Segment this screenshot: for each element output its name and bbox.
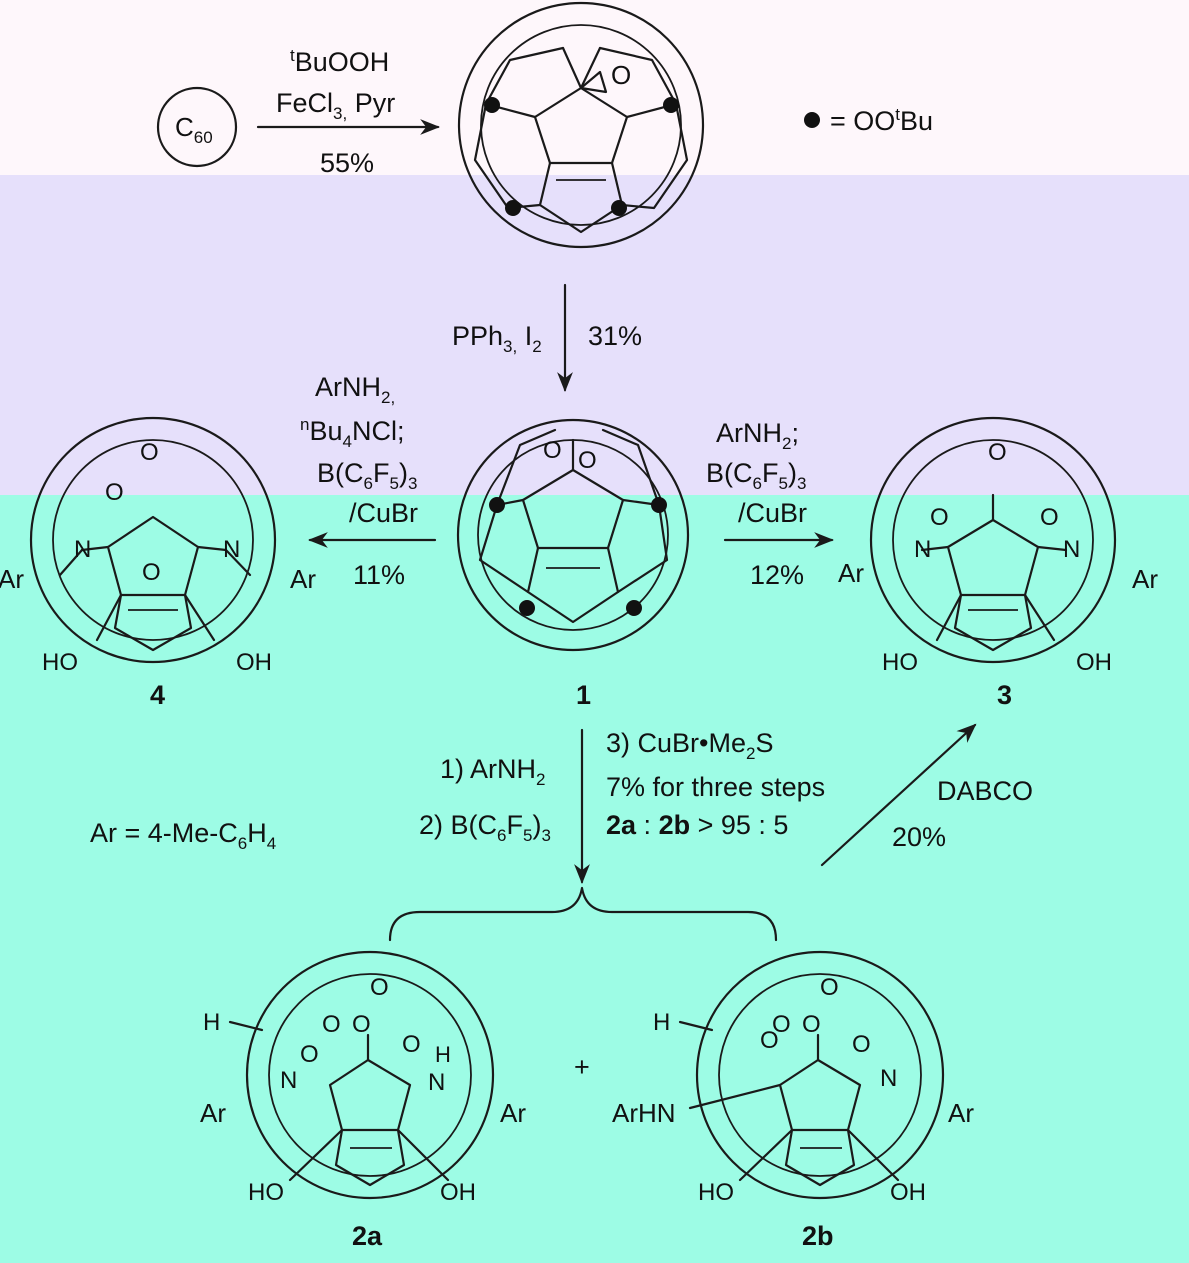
c2a-N-left: N — [280, 1067, 297, 1094]
c60-label: C60 — [175, 112, 213, 147]
down-reagent-2: 2) B(C6F5)3 — [419, 810, 551, 845]
c2b-O-3: O — [852, 1031, 871, 1058]
c3-OH: OH — [1076, 649, 1112, 676]
legend-OOtBu: = OOtBu — [830, 105, 933, 136]
left-reagent-1: ArNH2, — [315, 372, 395, 407]
c2b-O-1: O — [772, 1011, 791, 1038]
c1-carbonyl-O1: O — [543, 437, 562, 464]
c2b-ArHN: ArHN — [612, 1098, 676, 1128]
compound-3-structure: N N Ar Ar HO OH O O O — [838, 416, 1158, 676]
c3-Ar-right: Ar — [1132, 564, 1158, 594]
c4-OH: OH — [236, 649, 272, 676]
right-reagent-2: B(C6F5)3 — [706, 458, 806, 493]
c4-O-1: O — [105, 479, 124, 506]
c2b-OH: OH — [890, 1179, 926, 1206]
ar-definition: Ar = 4-Me-C6H4 — [90, 818, 276, 853]
c2b-O-left: O — [760, 1027, 779, 1054]
c2a-OH: OH — [440, 1179, 476, 1206]
compound-4-label: 4 — [150, 680, 165, 710]
c2b-O-ester: O — [820, 974, 839, 1001]
c2b-N: N — [880, 1065, 897, 1092]
c2a-H: H — [203, 1009, 220, 1036]
c3-N-right: N — [1063, 536, 1080, 563]
c2a-HO: HO — [248, 1179, 284, 1206]
c60-circle — [156, 86, 238, 168]
compound-2a-structure: H O N N H Ar Ar HO OH O O O O — [200, 950, 526, 1206]
compound-1-label: 1 — [576, 680, 591, 710]
c2a-Ar-left: Ar — [200, 1098, 226, 1128]
left-reagent-4: /CuBr — [349, 498, 418, 528]
down-ratio: 2a : 2b > 95 : 5 — [606, 810, 788, 840]
c2b-H: H — [653, 1009, 670, 1036]
c4-Ar-left: Ar — [0, 564, 24, 594]
right-reagent-3: /CuBr — [738, 498, 807, 528]
c2b-O-2: O — [802, 1011, 821, 1038]
yield-step1: 55% — [320, 148, 374, 178]
c3-O-2: O — [1040, 504, 1059, 531]
down-reagent-4: 7% for three steps — [606, 772, 825, 802]
c4-Ar-right: Ar — [290, 564, 316, 594]
left-reagent-2: nBu4NCl; — [300, 415, 404, 451]
c3-O-1: O — [930, 504, 949, 531]
c2a-O-ester: O — [370, 974, 389, 1001]
c2a-Ar-right: Ar — [500, 1098, 526, 1128]
left-reagent-3: B(C6F5)3 — [317, 458, 417, 493]
yield-step2: 31% — [588, 321, 642, 351]
c2a-O-2: O — [352, 1011, 371, 1038]
yield-right: 12% — [750, 560, 804, 590]
reagent-dabco: DABCO — [937, 776, 1033, 806]
compound-2a-label: 2a — [352, 1221, 383, 1251]
c1-ester-O: O — [578, 447, 597, 474]
band-bottom — [0, 495, 1189, 1263]
reagent-tBuOOH: tBuOOH — [290, 46, 389, 77]
c2b-HO: HO — [698, 1179, 734, 1206]
c4-N-right: N — [223, 536, 240, 563]
reagent-PPh3-I2: PPh3, I2 — [452, 321, 542, 356]
c3-O-3: O — [988, 439, 1007, 466]
product-brace — [388, 886, 778, 942]
yield-left: 11% — [353, 560, 405, 590]
c2b-Ar-right: Ar — [948, 1098, 974, 1128]
right-reagent-1: ArNH2; — [716, 418, 799, 453]
c2a-H-on-N: H — [435, 1042, 451, 1067]
down-reagent-3: 3) CuBr•Me2S — [606, 728, 773, 763]
c2a-O-3: O — [402, 1031, 421, 1058]
arrow-dabco — [820, 723, 977, 867]
compound-3-label: 3 — [997, 680, 1012, 710]
c2a-O-left: O — [300, 1041, 319, 1068]
epoxide-oxygen: O — [611, 60, 631, 90]
reagent-FeCl3-Pyr: FeCl3, Pyr — [276, 88, 395, 123]
yield-dabco: 20% — [892, 822, 946, 852]
c3-Ar-left: Ar — [838, 558, 864, 588]
legend-dot — [804, 112, 820, 128]
compound-2b-structure: H O N ArHN Ar HO OH O O O O — [612, 950, 974, 1206]
c2a-NH: N — [428, 1069, 445, 1096]
down-reagent-1: 1) ArNH2 — [440, 754, 546, 789]
c4-HO: HO — [42, 649, 78, 676]
plus-sign: + — [574, 1052, 590, 1082]
c2a-O-1: O — [322, 1011, 341, 1038]
c4-O-2: O — [140, 439, 159, 466]
c4-N-left: N — [74, 536, 91, 563]
c3-N-left: N — [914, 536, 931, 563]
fullerene-epoxide: O — [457, 1, 705, 249]
c60-reactant: C60 — [156, 86, 238, 168]
c3-HO: HO — [882, 649, 918, 676]
compound-4-structure: O N N Ar Ar HO OH O O — [0, 416, 316, 676]
c4-epoxide-O: O — [142, 559, 161, 586]
compound-2b-label: 2b — [802, 1221, 834, 1251]
compound-1-structure: O O — [456, 418, 690, 652]
